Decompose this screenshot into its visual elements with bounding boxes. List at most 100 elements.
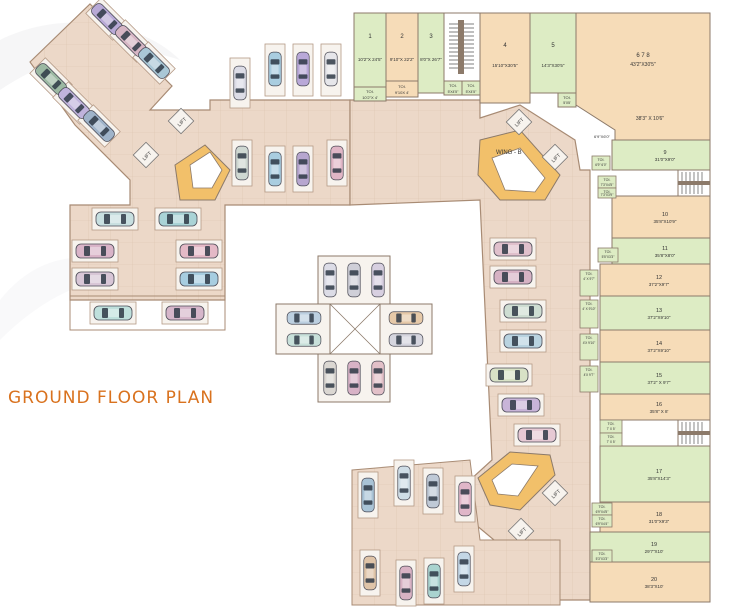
wing-b: WING - B LIFT LIFT	[349, 99, 591, 607]
shop-dimension: 35'8"X10'9"	[654, 219, 677, 224]
shop-dimension: 31'0"X9'3"	[649, 519, 670, 524]
shop-number: 9	[663, 150, 666, 156]
toilet: TOI.7'3"X4'5"	[597, 175, 617, 189]
svg-text:TOI.: TOI.	[599, 552, 606, 556]
toilet: TOI.4'X 9'7"	[579, 365, 599, 393]
wing-b-label: WING - B	[496, 150, 522, 156]
lift-label: LIFT	[177, 117, 189, 129]
shop-6-7-8: 6 7 8 43'2"X30'5" 38'3" X 10'6" 6'9"X6'0…	[575, 12, 711, 141]
shop-number: 16	[656, 402, 662, 408]
svg-text:6'9"X4'4": 6'9"X4'4"	[596, 522, 609, 526]
shop-number: 18	[656, 512, 662, 518]
svg-text:7' X 5': 7' X 5'	[607, 427, 616, 431]
svg-text:43'2"X30'5": 43'2"X30'5"	[630, 62, 656, 68]
shop-number: 10	[662, 212, 668, 218]
svg-text:9'10X 4': 9'10X 4'	[395, 90, 409, 95]
svg-text:10'2"X 24'5": 10'2"X 24'5"	[358, 57, 383, 62]
svg-text:4'X 9'7": 4'X 9'7"	[584, 373, 595, 377]
shop-number: 20	[651, 577, 657, 583]
svg-text:TOI.: TOI.	[366, 89, 374, 94]
svg-text:5'X4'5": 5'X4'5"	[448, 90, 460, 94]
svg-text:6'9"X4'5": 6'9"X4'5"	[596, 510, 609, 514]
staircase-wing-a	[174, 144, 231, 201]
svg-text:7'3"X3'9": 7'3"X3'9"	[601, 193, 614, 197]
shop-9: 931'0"X9'0"	[611, 139, 711, 171]
shop-dimension: 37'2"X9'10"	[648, 315, 671, 320]
svg-text:5'X5': 5'X5'	[563, 101, 571, 105]
toilet: TOI.6'9" 6'0"	[591, 155, 611, 171]
svg-text:14'3"X30'5": 14'3"X30'5"	[542, 63, 565, 68]
lift-label: LIFT	[551, 489, 563, 501]
shop-number: 15	[656, 373, 662, 379]
svg-text:6'9"X6'0": 6'9"X6'0"	[594, 134, 611, 139]
shop-2: 2 9'10"X 22'2" TOI. 9'10X 4'	[385, 12, 419, 98]
shop-number: 11	[662, 246, 668, 252]
svg-text:TOI.: TOI.	[398, 84, 406, 89]
svg-text:5'5"X3'3": 5'5"X3'3"	[602, 255, 615, 259]
svg-text:5: 5	[551, 43, 555, 49]
toilet: TOI.4'X 9'10"	[579, 333, 599, 361]
svg-text:4: 4	[503, 43, 507, 49]
shop-number: 13	[656, 308, 662, 314]
svg-text:TOI.: TOI.	[449, 83, 457, 88]
toilet-3: TOI. 5'X4'5" TOI. 5'X4'5"	[443, 80, 481, 96]
toilet: TOI.5'3"X3'3"	[591, 549, 613, 563]
svg-text:4' X 9'7": 4' X 9'7"	[583, 277, 595, 281]
shop-dimension: 37'2" X 9'7"	[648, 380, 671, 385]
top-shops: 1 10'2"X 24'5" TOI. 10'2"X 4' 2 9'10"X 2…	[353, 12, 711, 141]
svg-text:TOI.: TOI.	[586, 272, 593, 276]
shop-5: 5 14'3"X30'5" TOI. 5'X5'	[529, 12, 577, 108]
shop-dimension: 38'3"X10'	[645, 584, 664, 589]
shop-dimension: 35'8"X8'0"	[655, 253, 676, 258]
svg-text:38'3" X 10'6": 38'3" X 10'6"	[636, 116, 664, 122]
staircase-top	[443, 12, 481, 82]
svg-text:4' X 9'10": 4' X 9'10"	[582, 307, 595, 311]
svg-text:TOI.: TOI.	[599, 505, 606, 509]
svg-text:TOI.: TOI.	[586, 368, 593, 372]
shop-dimension: 35'8" X 8'	[650, 409, 669, 414]
svg-text:6'9" 6'0": 6'9" 6'0"	[595, 163, 606, 167]
right-toilets: TOI.6'9" 6'0"TOI.7'3"X4'5"TOI.7'3"X3'9"T…	[579, 155, 623, 563]
svg-text:10'2"X 4': 10'2"X 4'	[362, 95, 378, 100]
right-shops: 931'0"X9'0"1035'8"X10'9"1135'8"X8'0"1237…	[589, 139, 711, 603]
svg-text:TOI.: TOI.	[604, 178, 611, 182]
svg-text:8'0"X 26'7": 8'0"X 26'7"	[420, 57, 442, 62]
svg-text:TOI.: TOI.	[608, 422, 615, 426]
svg-text:1: 1	[368, 34, 372, 40]
toilet: TOI.4' X 9'10"	[579, 299, 599, 329]
svg-text:6 7 8: 6 7 8	[636, 53, 650, 59]
svg-text:TOI.: TOI.	[608, 435, 615, 439]
svg-text:TOI.: TOI.	[598, 158, 605, 162]
svg-text:TOI.: TOI.	[604, 190, 611, 194]
lift-label: LIFT	[142, 151, 154, 163]
shop-dimension: 37'2"X9'7"	[649, 282, 670, 287]
shop-number: 19	[651, 542, 657, 548]
svg-text:3: 3	[429, 34, 433, 40]
toilet: TOI.7' X 5'	[599, 432, 623, 447]
shop-dimension: 31'0"X9'0"	[655, 157, 676, 162]
svg-text:9'10"X 22'2": 9'10"X 22'2"	[390, 57, 415, 62]
shop-dimension: 29'7"X10'	[645, 549, 664, 554]
svg-text:5'X4'5": 5'X4'5"	[466, 90, 478, 94]
plan-title: GROUND FLOOR PLAN	[8, 388, 215, 408]
shop-number: 12	[656, 275, 662, 281]
shop-number: 17	[656, 469, 662, 475]
svg-text:2: 2	[400, 34, 404, 40]
shop-dimension: 37'2"X9'10"	[648, 348, 671, 353]
central-parking-island	[275, 255, 433, 403]
svg-text:TOI.: TOI.	[605, 250, 612, 254]
lift-label: LIFT	[517, 527, 529, 539]
shop-dimension: 35'8"X14'3"	[648, 476, 671, 481]
svg-text:15'10"X30'5": 15'10"X30'5"	[492, 63, 518, 68]
svg-text:TOI.: TOI.	[563, 95, 571, 100]
toilet: TOI.7'3"X3'9"	[597, 187, 617, 199]
right-staircase-lower	[677, 419, 711, 447]
svg-text:TOI.: TOI.	[586, 302, 593, 306]
